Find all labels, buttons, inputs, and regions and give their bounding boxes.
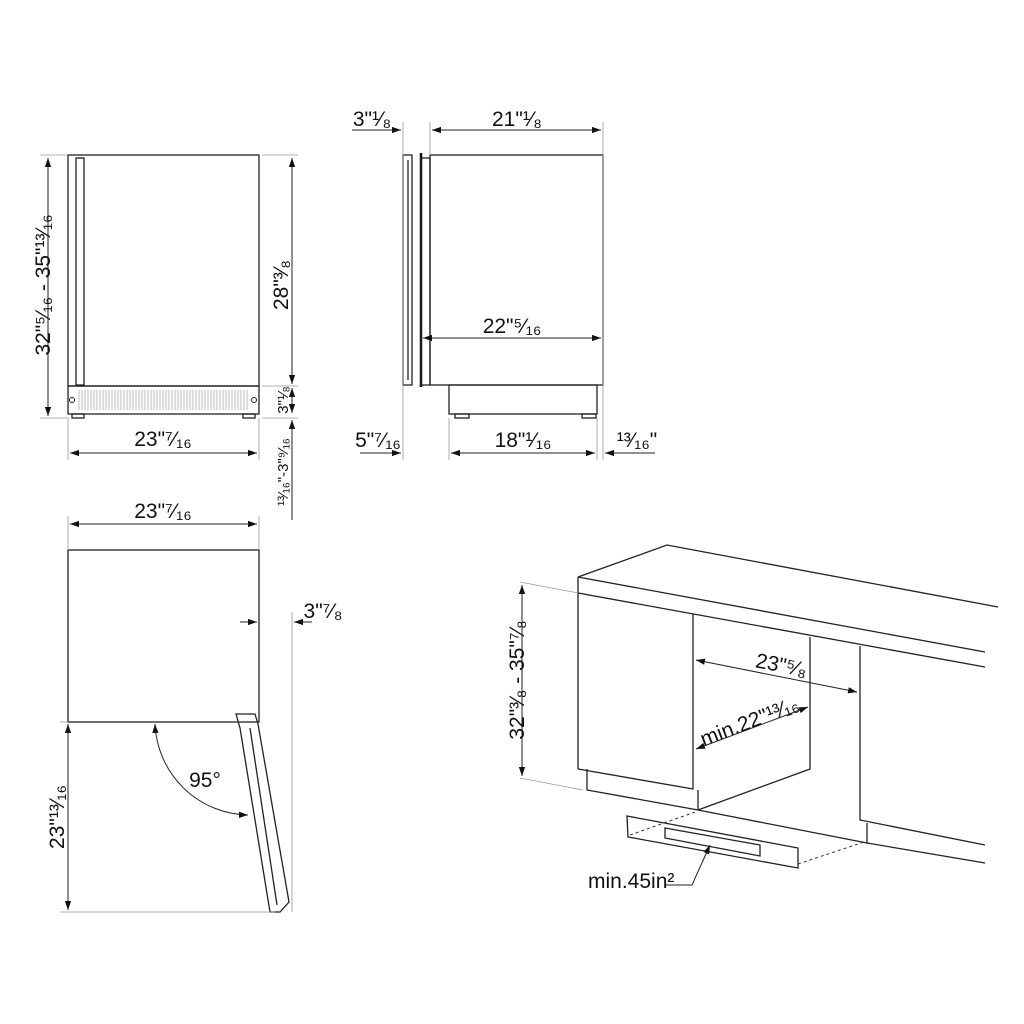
niche-height-label: 32"³⁄₈ - 35"⁷⁄₈ (506, 620, 529, 739)
vent-area-label: min.45in² (588, 870, 674, 893)
side-view: 3"¹⁄₈ 21"¹⁄₈ 22"⁵⁄₁₆ 5"⁷⁄₁₆ 18"¹⁄₁₆ ¹³⁄₁… (352, 108, 657, 460)
total-height-label: 32"⁵⁄₁₆ - 35"¹³⁄₁₆ (32, 214, 55, 355)
door-angle-label: 95° (189, 769, 221, 792)
cabinet-height-label: 28"³⁄₈ (270, 260, 293, 310)
top-width-label: 23"⁷⁄₁₆ (134, 500, 191, 523)
body-depth-label: 21"¹⁄₈ (492, 108, 542, 131)
front-width-label: 23"⁷⁄₁₆ (134, 428, 191, 451)
cabinet-front (67, 154, 260, 387)
front-view: 32"⁵⁄₁₆ - 35"¹³⁄₁₆ 28"³⁄₈ 3"¹⁄₈ ¹³⁄₁₆"-3… (32, 154, 298, 520)
leg-adjust-label: ¹³⁄₁₆"-3"⁹⁄₁₆ (275, 438, 292, 506)
foot (242, 413, 256, 419)
toe-kick-height-label: 3"¹⁄₈ (275, 386, 292, 413)
top-view: 23"⁷⁄₁₆ 3"⁷⁄₈ 23"¹³⁄₁₆ 95° (46, 500, 343, 913)
rear-offset-label: ¹³⁄₁₆" (617, 429, 658, 452)
foot (71, 413, 85, 419)
door-depth-label: 3"¹⁄₈ (353, 108, 391, 131)
door-clearance-label: 3"⁷⁄₈ (304, 600, 343, 623)
cabinet-side (429, 154, 604, 386)
base-depth-label: 18"¹⁄₁₆ (495, 429, 552, 452)
cabinet-top (67, 549, 260, 723)
toe-kick-grille (67, 385, 260, 415)
swing-arc (152, 723, 249, 818)
door-swing-depth-label: 23"¹³⁄₁₆ (46, 785, 69, 849)
vent-grille (626, 815, 799, 869)
base-side (448, 384, 598, 415)
niche-width-label: 23"⁵⁄₈ (754, 649, 809, 681)
niche-depth-label: min.22"¹³⁄₁₆ (697, 693, 802, 752)
front-to-base-label: 5"⁷⁄₁₆ (355, 429, 401, 452)
door-handle (75, 157, 85, 386)
installation-view: 32"³⁄₈ - 35"⁷⁄₈ 23"⁵⁄₈ min.22"¹³⁄₁₆ min.… (506, 544, 999, 893)
total-depth-label: 22"⁵⁄₁₆ (483, 315, 542, 338)
